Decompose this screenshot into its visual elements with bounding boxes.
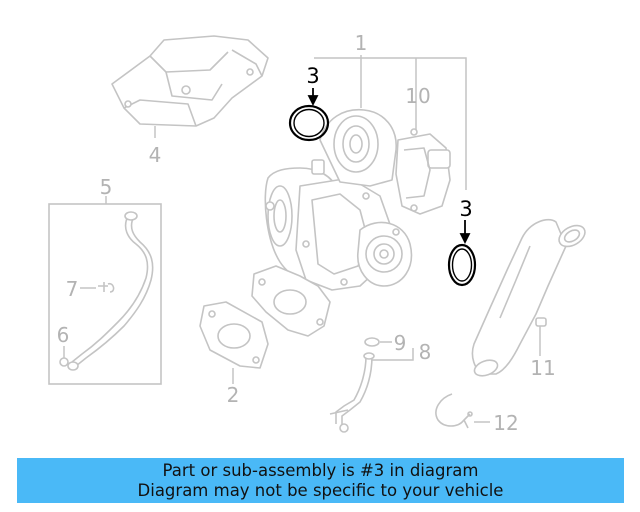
turbocharger-part [251,109,413,337]
parts-diagram: 1 10 4 5 7 6 2 9 8 11 12 3 3 [48,31,586,435]
callout-2: 2 [227,383,240,407]
o-ring-lower-inner [451,248,473,282]
callout-8: 8 [419,340,432,364]
banner-line-2: Diagram may not be specific to your vehi… [137,480,504,500]
callout-5: 5 [100,175,113,199]
wastegate-actuator-part [395,128,451,215]
intake-pipe-part [471,218,586,377]
o-ring-upper [288,104,330,142]
heat-shield-part [111,35,269,127]
callout-6: 6 [57,323,70,347]
callout-10: 10 [405,84,430,108]
info-banner: Part or sub-assembly is #3 in diagram Di… [17,458,624,503]
o-ring-upper-inner [293,108,325,138]
callout-7: 7 [66,277,79,301]
highlighted-leader-lines [307,88,471,245]
callout-4: 4 [149,143,162,167]
callout-11: 11 [530,356,555,380]
water-line-part [329,337,380,433]
callout-9: 9 [394,331,407,355]
leader-lines [63,55,541,423]
clip-part [435,393,473,429]
oil-line-assembly [48,203,162,385]
gasket-part [199,301,269,369]
banner-line-1: Part or sub-assembly is #3 in diagram [162,460,479,480]
callout-12: 12 [493,411,518,435]
callout-3-lower: 3 [459,197,472,221]
o-ring-lower [447,243,477,287]
callout-1: 1 [355,31,368,55]
callout-3-upper: 3 [306,64,319,88]
